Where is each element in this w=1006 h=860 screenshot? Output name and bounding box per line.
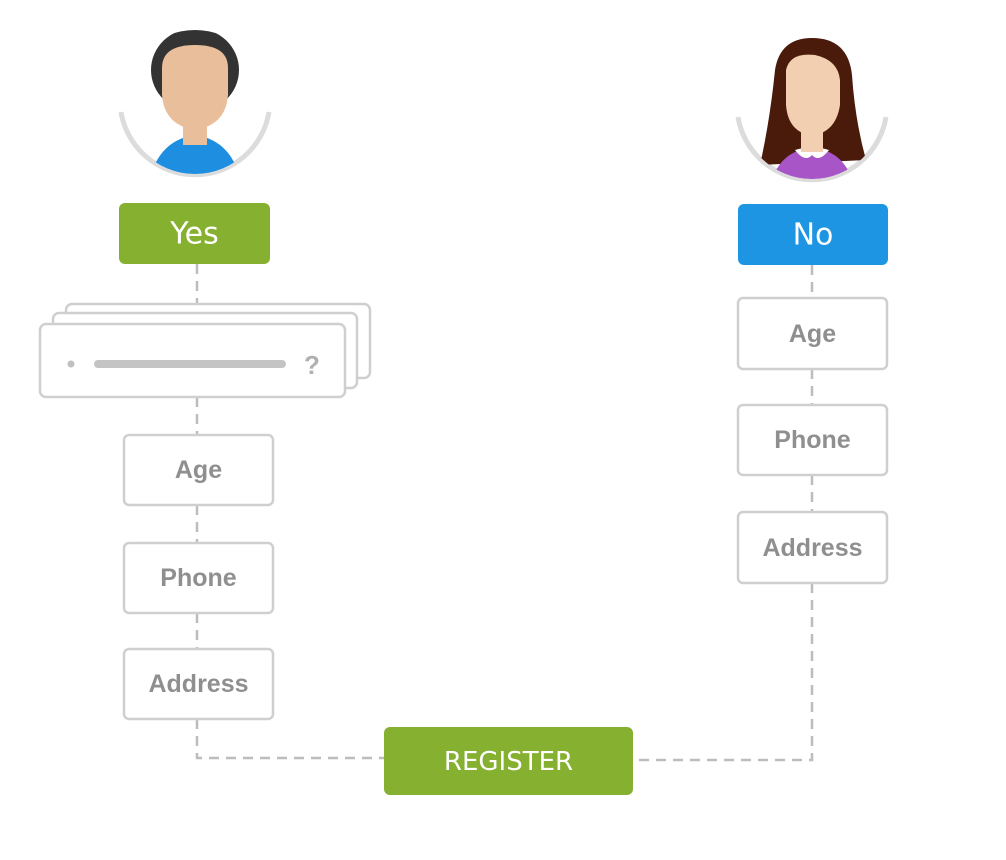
svg-text:Address: Address (148, 670, 248, 698)
no-badge: No (738, 204, 888, 265)
no-label: No (793, 218, 834, 253)
svg-text:Phone: Phone (774, 426, 850, 454)
svg-text:Age: Age (175, 456, 222, 484)
register-button[interactable]: REGISTER (384, 727, 633, 795)
yes-label: Yes (169, 217, 218, 252)
question-mark-icon: ? (304, 350, 320, 380)
question-placeholder-bar (94, 360, 286, 368)
male-avatar (118, 30, 272, 180)
left-field-age: Age (122, 433, 275, 507)
svg-text:Age: Age (789, 320, 836, 348)
right-field-age: Age (736, 296, 889, 371)
register-label: REGISTER (444, 747, 573, 777)
left-field-address: Address (122, 647, 275, 721)
right-connector (633, 265, 814, 762)
female-avatar (735, 35, 889, 185)
right-field-phone: Phone (736, 403, 889, 477)
svg-text:Phone: Phone (160, 564, 236, 592)
left-field-phone: Phone (122, 541, 275, 615)
svg-text:Address: Address (762, 534, 862, 562)
right-field-address: Address (736, 510, 889, 585)
question-card-stack: ? (38, 302, 372, 399)
left-connector (195, 264, 384, 760)
bullet-icon (67, 360, 75, 368)
yes-badge: Yes (119, 203, 270, 264)
